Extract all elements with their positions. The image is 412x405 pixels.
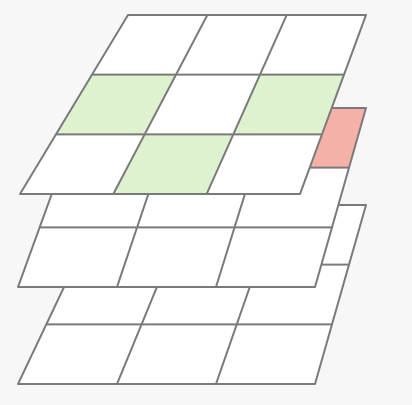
highlighted-cell — [112, 133, 235, 195]
grid-column-line — [112, 14, 209, 195]
grid-column-line — [205, 14, 288, 195]
layer-plane — [20, 15, 366, 194]
grid-layer-top — [19, 14, 367, 195]
layer-border — [19, 14, 367, 195]
